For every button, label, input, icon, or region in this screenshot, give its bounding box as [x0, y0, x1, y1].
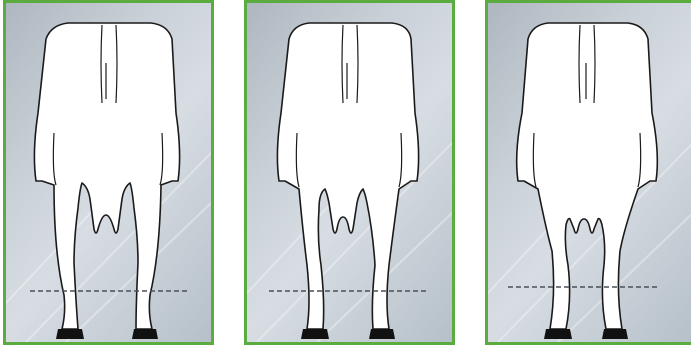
cow-illustration-3	[488, 3, 691, 342]
panel-cow-rear-view-1	[3, 0, 214, 345]
cow-illustration-2	[247, 3, 452, 342]
hoof-left	[56, 329, 84, 339]
panel-cow-rear-view-3	[485, 0, 691, 345]
cow-body	[277, 23, 418, 329]
hoof-right	[602, 329, 628, 339]
cow-body	[517, 23, 658, 329]
hoof-left	[301, 329, 329, 339]
cow-illustration-1	[6, 3, 211, 342]
hoof-right	[132, 329, 158, 339]
panel-cow-rear-view-2	[244, 0, 455, 345]
cow-body	[34, 23, 179, 329]
hoof-right	[369, 329, 395, 339]
hoof-left	[544, 329, 572, 339]
